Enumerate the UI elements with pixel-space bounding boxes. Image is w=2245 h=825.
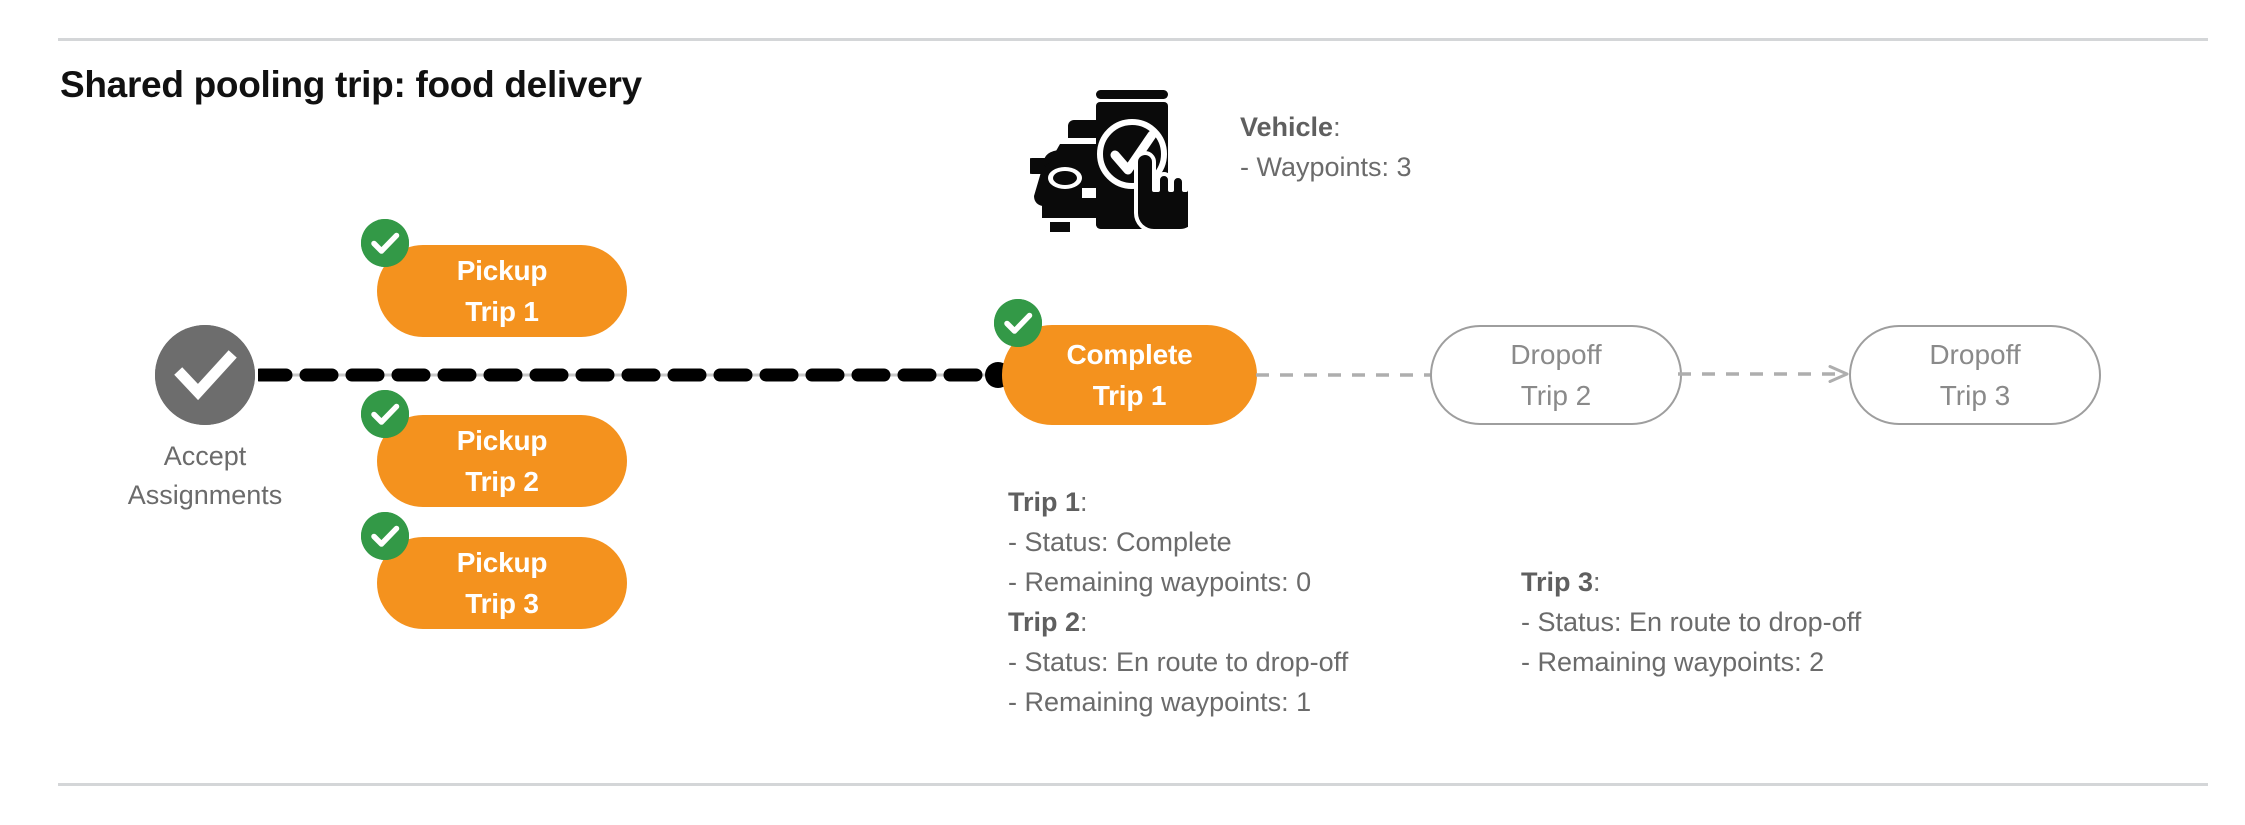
vehicle-info-block: Vehicle: - Waypoints: 3 [1240,107,1412,187]
step-label-line2: Trip 1 [465,296,539,327]
trip-3-info-block: Trip 3: - Status: En route to drop-off -… [1521,562,1861,682]
step-label-line2: Trip 3 [1939,380,2011,411]
connector-dropoff-2-to-dropoff-3 [1678,365,1854,383]
check-badge-icon-complete-trip-1 [994,299,1042,347]
step-label-line1: Pickup [456,425,548,456]
trip-3-status-line: - Status: En route to drop-off [1521,607,1862,637]
connector-complete-to-dropoff-2 [1256,368,1434,380]
vehicle-heading-text: Vehicle [1240,112,1334,142]
step-dropoff-trip-2[interactable]: Dropoff Trip 2 [1430,325,1682,425]
connector-accept-to-complete [253,368,1008,382]
accept-assignments-label: Accept Assignments [110,437,300,515]
trip-3-heading-colon: : [1593,567,1601,597]
top-divider [58,38,2208,41]
step-label-line2: Trip 1 [1092,380,1167,411]
step-label-line1: Dropoff [1510,339,1602,370]
bottom-divider [58,783,2208,786]
trip-2-waypoints-line: - Remaining waypoints: 1 [1008,687,1312,717]
trip-2-heading-text: Trip 2 [1008,607,1081,637]
step-pickup-trip-2[interactable]: Pickup Trip 2 [377,415,627,507]
step-label-line1: Pickup [456,255,548,286]
vehicle-waypoints-line: - Waypoints: 3 [1240,152,1412,182]
accept-label-line2: Assignments [127,480,283,510]
accept-label-line1: Accept [163,441,247,471]
check-badge-icon-pickup-3 [361,512,409,560]
step-label-line1: Pickup [456,547,548,578]
step-dropoff-trip-3[interactable]: Dropoff Trip 3 [1849,325,2101,425]
step-pickup-trip-3[interactable]: Pickup Trip 3 [377,537,627,629]
vehicle-heading-colon: : [1333,112,1341,142]
step-label-line1: Complete [1066,339,1193,370]
step-pickup-trip-1[interactable]: Pickup Trip 1 [377,245,627,337]
vehicle-info-heading: Vehicle: [1240,107,1412,147]
trip-1-heading-text: Trip 1 [1008,487,1081,517]
trip-1-waypoints-line: - Remaining waypoints: 0 [1008,567,1312,597]
step-label-line2: Trip 2 [465,466,539,497]
step-label-line1: Dropoff [1929,339,2021,370]
vehicle-phone-check-icon [1024,78,1200,233]
step-complete-trip-1[interactable]: Complete Trip 1 [1002,325,1257,425]
trip-1-2-info-block: Trip 1: - Status: Complete - Remaining w… [1008,482,1348,722]
page-title: Shared pooling trip: food delivery [60,64,642,105]
check-circle-icon [155,325,255,425]
accept-assignments-node[interactable]: Accept Assignments [128,325,282,510]
trip-3-heading: Trip 3: [1521,562,1861,602]
step-label-line2: Trip 2 [1520,380,1592,411]
trip-1-status-line: - Status: Complete [1008,527,1232,557]
step-label-line2: Trip 3 [465,588,539,619]
trip-1-heading-colon: : [1080,487,1088,517]
check-badge-icon-pickup-2 [361,390,409,438]
check-badge-icon-pickup-1 [361,219,409,267]
trip-3-heading-text: Trip 3 [1521,567,1594,597]
trip-2-status-line: - Status: En route to drop-off [1008,647,1349,677]
trip-1-heading: Trip 1: [1008,482,1348,522]
trip-3-waypoints-line: - Remaining waypoints: 2 [1521,647,1825,677]
trip-2-heading: Trip 2: [1008,602,1348,642]
trip-2-heading-colon: : [1080,607,1088,637]
